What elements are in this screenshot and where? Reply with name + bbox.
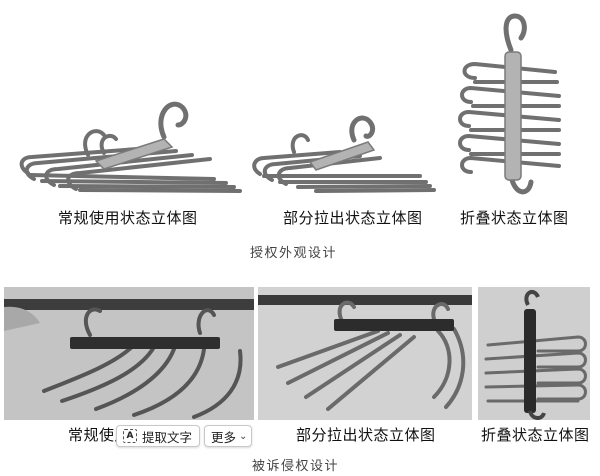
label-regular-use-photo: 常规使用 [68, 426, 131, 444]
label-partial-pull-photo: 部分拉出状态立体图 [296, 426, 436, 444]
more-button[interactable]: 更多 ⌄ [204, 425, 252, 447]
drawing-regular-use [19, 101, 242, 193]
label-partial-pull: 部分拉出状态立体图 [283, 209, 423, 227]
photo-folded [478, 287, 590, 420]
more-label: 更多 [211, 429, 237, 445]
drawing-partial-pull [252, 115, 436, 193]
chevron-down-icon: ⌄ [239, 430, 248, 442]
label-folded-photo: 折叠状态立体图 [481, 426, 590, 444]
label-regular-use: 常规使用状态立体图 [58, 209, 198, 227]
extract-text-label: 提取文字 [142, 429, 193, 445]
extract-text-button[interactable]: A 提取文字 [116, 425, 200, 447]
caption-accused-design: 被诉侵权设计 [252, 459, 340, 474]
label-folded: 折叠状态立体图 [460, 209, 569, 227]
caption-authorized-design: 授权外观设计 [250, 246, 338, 261]
photo-regular-use [4, 287, 254, 420]
drawing-folded [458, 13, 561, 195]
photo-partial-pull [258, 287, 472, 420]
text-scan-icon: A [123, 429, 137, 443]
